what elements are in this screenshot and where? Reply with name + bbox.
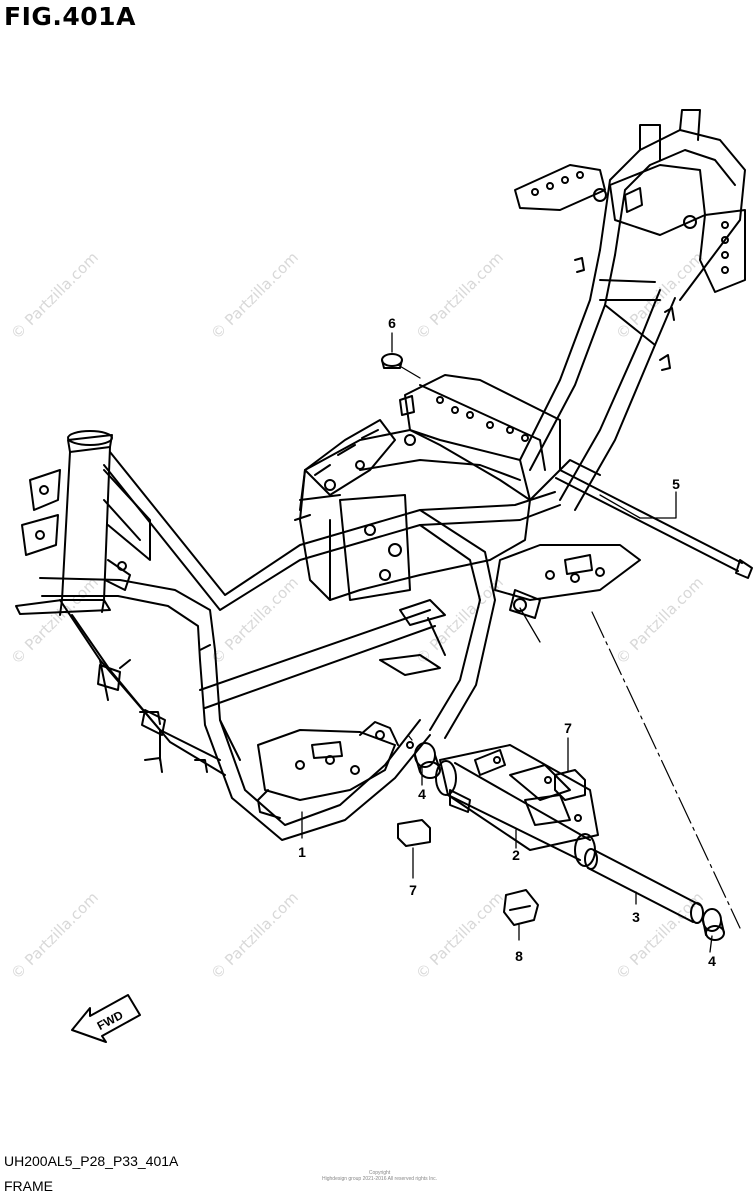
assembly-line (591, 611, 741, 929)
figure-title: FIG.401A (4, 2, 136, 31)
cross-member-part (435, 744, 599, 867)
callout-1[interactable]: 1 (298, 844, 306, 860)
callout-4-right[interactable]: 4 (708, 953, 716, 969)
assembly-line-2 (407, 734, 413, 741)
pipe-part (584, 848, 704, 924)
callout-8[interactable]: 8 (515, 948, 523, 964)
model-code: UH200AL5_P28_P33_401A (4, 1153, 179, 1169)
pad-part-a (554, 769, 586, 801)
group-name: FRAME (4, 1178, 53, 1194)
copyright-notice: Copyright Highdesign group 2021-2016 All… (322, 1170, 437, 1182)
cushion-part-a (414, 742, 441, 779)
callout-6[interactable]: 6 (388, 315, 396, 331)
fwd-arrow-icon: FWD (71, 994, 141, 1043)
leader-lines (301, 332, 713, 953)
callout-2[interactable]: 2 (512, 847, 520, 863)
callout-5[interactable]: 5 (672, 476, 680, 492)
pad-part-b (397, 819, 431, 847)
callout-7-top[interactable]: 7 (564, 720, 572, 736)
cushion-part-b (702, 908, 725, 941)
main-frame-part (15, 109, 746, 841)
callout-3[interactable]: 3 (632, 909, 640, 925)
copyright-line-1: Copyright (368, 1170, 391, 1176)
callout-7-bottom[interactable]: 7 (409, 882, 417, 898)
clamp-part (503, 889, 539, 926)
copyright-line-2: Highdesign group 2021-2016 All reserved … (322, 1176, 438, 1182)
bolt-part (555, 459, 753, 579)
nut-part (381, 353, 403, 369)
callout-4-left[interactable]: 4 (418, 786, 426, 802)
